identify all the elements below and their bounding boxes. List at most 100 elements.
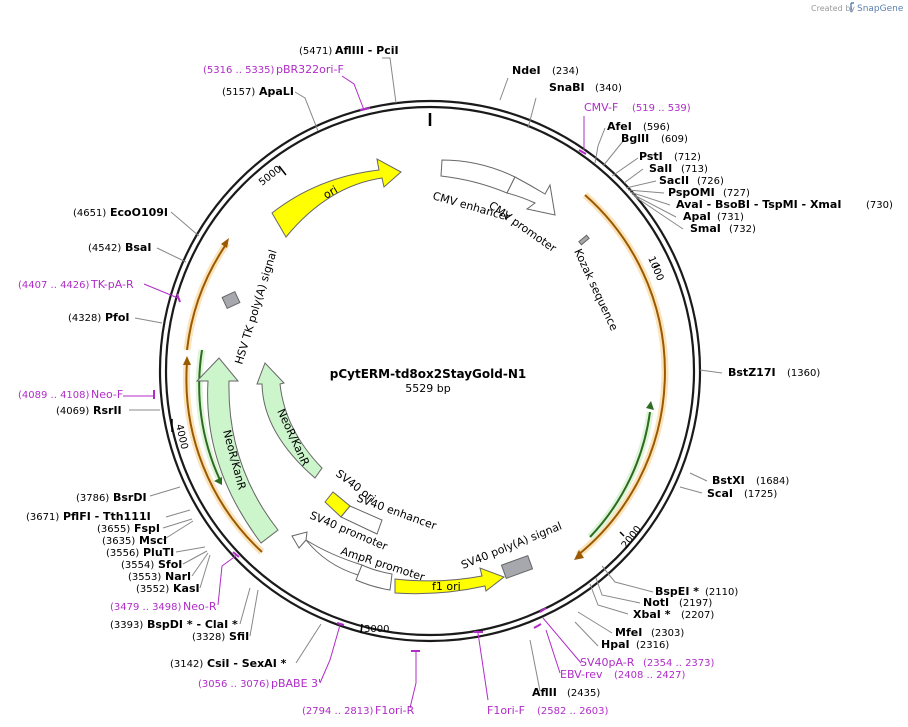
site-bsrDI-pos: (3786) (76, 493, 109, 504)
site-ecoO109I-pos: (4651) (73, 208, 106, 219)
site-salI-pos: (713) (681, 164, 708, 175)
site-rsrII-name[interactable]: RsrII (93, 404, 122, 417)
site-pstI-name[interactable]: PstI (639, 150, 663, 163)
site-notI-pos: (2197) (679, 598, 712, 609)
site-scaI-pos: (1725) (744, 489, 777, 500)
site-smaI-name[interactable]: SmaI (690, 222, 721, 235)
orf-arc-green-left (195, 349, 224, 485)
site-notI-name[interactable]: NotI (643, 596, 669, 609)
feature-neor-inner[interactable]: NeoR/KanR (256, 362, 323, 479)
plasmid-backbone (158, 99, 702, 643)
feature-ori[interactable]: ori (271, 158, 402, 238)
primer-cmvf-name[interactable]: CMV-F (584, 101, 618, 114)
site-ecoO109I-name[interactable]: EcoO109I (110, 206, 168, 219)
site-sfiI-name[interactable]: SfiI (229, 630, 249, 643)
site-snaBI-pos: (340) (595, 83, 622, 94)
position-ticks: 1000 2000 3000 4000 5000 (171, 164, 665, 635)
primer-sv40par-name[interactable]: SV40pA-R (580, 656, 635, 669)
site-aflIII-pos: (5471) (299, 46, 332, 57)
site-scaI-name[interactable]: ScaI (707, 487, 733, 500)
site-bsaI-pos: (4542) (88, 243, 121, 254)
site-apaLI-pos: (5157) (222, 87, 255, 98)
site-xbaI-name[interactable]: XbaI * (633, 608, 671, 621)
site-ndeI-pos: (234) (552, 66, 579, 77)
site-mscI-pos: (3635) (102, 536, 135, 547)
site-csiI-pos: (3142) (170, 659, 203, 670)
site-pluTI-pos: (3556) (106, 548, 139, 559)
feature-f1-ori[interactable]: f1 ori (394, 567, 506, 595)
site-snaBI-name[interactable]: SnaBI (549, 81, 585, 94)
tick-3000-label: 3000 (364, 624, 389, 635)
tick-4000-label: 4000 (173, 423, 189, 450)
primer-f1orir-range: (2794 .. 2813) (302, 706, 374, 717)
site-ndeI-name[interactable]: NdeI (512, 64, 541, 77)
site-sfoI-name[interactable]: SfoI (158, 558, 182, 571)
site-mscI-name[interactable]: MscI (139, 534, 167, 547)
plasmid-name: pCytERM-td8ox2StayGold-N1 (330, 367, 526, 381)
site-bspDI-name[interactable]: BspDI * - ClaI * (147, 618, 238, 631)
primer-f1orif-name[interactable]: F1ori-F (487, 704, 525, 717)
site-mfeI-name[interactable]: MfeI (615, 626, 642, 639)
primer-pbr322-name[interactable]: pBR322ori-F (276, 63, 344, 76)
site-pspOMI-name[interactable]: PspOMI (668, 186, 715, 199)
site-pflFI-pos: (3671) (26, 512, 59, 523)
site-pfoI-name[interactable]: PfoI (105, 311, 130, 324)
primer-f1orif-range: (2582 .. 2603) (537, 706, 609, 717)
site-csiI-name[interactable]: CsiI - SexAI * (207, 657, 287, 670)
orf-arc-green-right (587, 401, 654, 540)
site-smaI-pos: (732) (729, 224, 756, 235)
site-narI-pos: (3553) (128, 572, 161, 583)
site-kasI-pos: (3552) (136, 584, 169, 595)
snapgene-logo-icon (850, 2, 854, 12)
site-salI-name[interactable]: SalI (649, 162, 672, 175)
site-hpaI-pos: (2316) (636, 640, 669, 651)
site-sfoI-pos: (3554) (121, 560, 154, 571)
site-bsaI-name[interactable]: BsaI (125, 241, 151, 254)
site-apaI-pos: (731) (717, 212, 744, 223)
orf-arc-orange-right (574, 192, 669, 560)
site-aflIII-name[interactable]: AflIII - PciI (335, 44, 399, 57)
site-bspEI-pos: (2110) (705, 587, 738, 598)
site-apaI-name[interactable]: ApaI (683, 210, 711, 223)
primer-sv40par-range: (2354 .. 2373) (643, 658, 715, 669)
site-pfoI-pos: (4328) (68, 313, 101, 324)
site-labels: (5471) AflIII - PciI NdeI (234) SnaBI (3… (26, 44, 893, 699)
primer-connectors (123, 75, 587, 709)
site-avaI-name[interactable]: AvaI - BsoBI - TspMI - XmaI (676, 198, 841, 211)
site-afeI-name[interactable]: AfeI (607, 120, 632, 133)
site-bsrDI-name[interactable]: BsrDI (113, 491, 147, 504)
site-fspI-name[interactable]: FspI (134, 522, 160, 535)
primer-neor-name[interactable]: Neo-R (183, 600, 217, 613)
primer-neor-range: (3479 .. 3498) (110, 602, 182, 613)
feature-sv40-polya[interactable]: SV40 poly(A) signal (459, 519, 564, 580)
site-bspEI-name[interactable]: BspEI * (655, 585, 699, 598)
site-sacII-name[interactable]: SacII (659, 174, 689, 187)
site-pflFI-name[interactable]: PflFI - Tth111I (63, 510, 151, 523)
site-bglII-name[interactable]: BglII (621, 132, 649, 145)
primer-neof-name[interactable]: Neo-F (91, 388, 123, 401)
site-bstXI-pos: (1684) (756, 476, 789, 487)
feature-hsv-tk-polya[interactable]: HSV TK poly(A) signal (221, 248, 280, 366)
feature-f1-ori-label: f1 ori (432, 580, 461, 593)
feature-kozak[interactable]: Kozak sequence (571, 234, 621, 333)
site-hpaI-name[interactable]: HpaI (601, 638, 630, 651)
credit-prefix: Created by (811, 4, 855, 13)
site-bstZ17I-name[interactable]: BstZ17I (728, 366, 776, 379)
site-pluTI-name[interactable]: PluTI (143, 546, 174, 559)
primer-f1orir-name[interactable]: F1ori-R (375, 704, 415, 717)
orf-arc-orange-left (182, 356, 265, 555)
primer-tkpa-name[interactable]: TK-pA-R (90, 278, 134, 291)
site-rsrII-pos: (4069) (56, 406, 89, 417)
site-apaLI-name[interactable]: ApaLI (259, 85, 294, 98)
site-kasI-name[interactable]: KasI (173, 582, 200, 595)
site-aflII-name[interactable]: AflII (532, 686, 557, 699)
site-narI-name[interactable]: NarI (165, 570, 191, 583)
tick-2000-label: 2000 (620, 524, 644, 551)
primer-pbabe-name[interactable]: pBABE 3' (271, 677, 321, 690)
site-avaI-pos: (730) (866, 200, 893, 211)
site-pspOMI-pos: (727) (723, 188, 750, 199)
primer-ebvrev-name[interactable]: EBV-rev (560, 668, 603, 681)
site-bglII-pos: (609) (661, 134, 688, 145)
site-bstXI-name[interactable]: BstXI (712, 474, 745, 487)
